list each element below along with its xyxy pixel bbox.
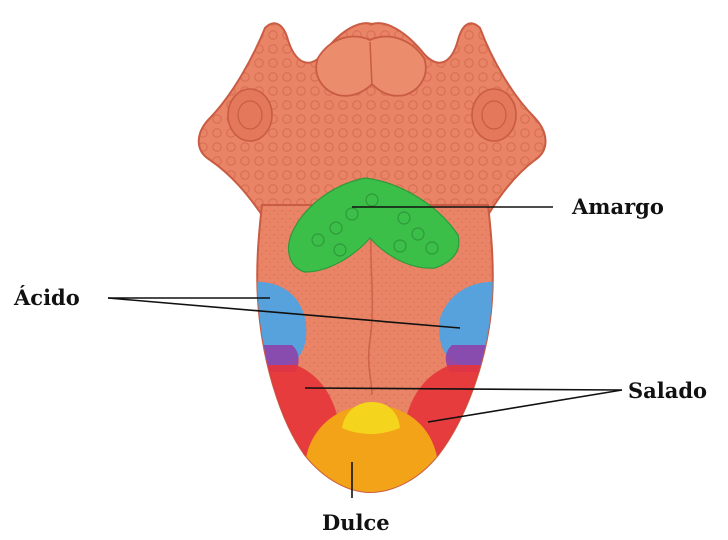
label-dulce: Dulce — [322, 510, 390, 535]
label-amargo: Amargo — [571, 194, 664, 219]
label-acido: Ácido — [13, 285, 80, 310]
label-salado: Salado — [628, 378, 707, 403]
tongue-body — [250, 178, 500, 500]
